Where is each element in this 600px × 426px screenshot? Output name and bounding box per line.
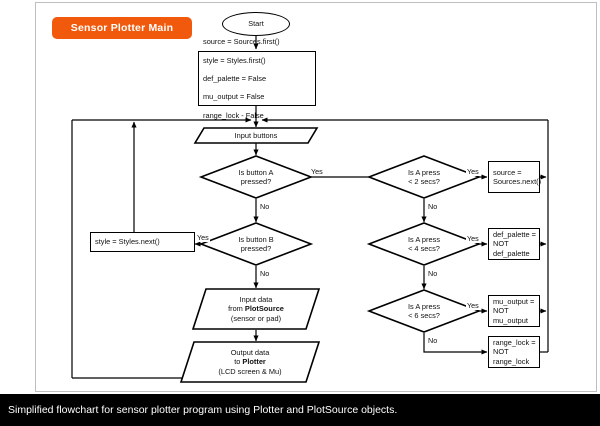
caption-bar: Simplified flowchart for sensor plotter … <box>0 394 600 426</box>
node-input-data-label: Input data from PlotSource (sensor or pa… <box>192 288 320 330</box>
node-press-4s-label: Is A press < 4 secs? <box>407 234 441 253</box>
input-data-line2-prefix: from <box>228 304 245 314</box>
node-is-button-b: Is button B pressed? <box>198 222 314 266</box>
node-style-next: style = Styles.next() <box>90 232 195 252</box>
edge-label-p6-yes: Yes <box>466 301 480 310</box>
edge-label-p6-no: No <box>427 336 439 345</box>
edge-label-a-no: No <box>259 202 271 211</box>
title-badge: Sensor Plotter Main <box>52 17 192 39</box>
node-init-text: source = Sources.first() style = Styles.… <box>203 37 280 120</box>
output-data-line3: (LCD screen & Mu) <box>218 366 282 376</box>
edge-label-p4-yes: Yes <box>466 234 480 243</box>
edge-label-a-yes: Yes <box>310 167 324 176</box>
node-press-6s-label: Is A press < 6 secs? <box>407 301 441 320</box>
page-left-margin <box>0 0 36 392</box>
node-style-next-label: style = Styles.next() <box>95 237 160 247</box>
node-mu-output-text: mu_output =NOT mu_output <box>493 297 535 325</box>
node-is-button-a: Is button A pressed? <box>198 155 314 199</box>
node-output-data: Output data to Plotter (LCD screen & Mu) <box>179 341 321 383</box>
node-output-data-label: Output data to Plotter (LCD screen & Mu) <box>180 341 320 383</box>
node-mu-output-toggle: mu_output =NOT mu_output <box>488 295 540 327</box>
diagram-frame <box>35 2 597 392</box>
node-input-buttons-label: Input buttons <box>234 130 278 140</box>
node-start-label: Start <box>248 19 264 29</box>
node-source-next: source =Sources.next() <box>488 161 542 193</box>
node-is-button-a-label: Is button A pressed? <box>238 167 274 186</box>
node-source-next-text: source =Sources.next() <box>493 167 542 186</box>
input-data-line1: Input data <box>239 294 273 304</box>
output-data-line2-prefix: to <box>234 357 243 367</box>
edge-label-p4-no: No <box>427 269 439 278</box>
output-data-line2-bold: Plotter <box>242 357 266 367</box>
node-press-2s-label: Is A press < 2 secs? <box>407 167 441 186</box>
edge-label-p2-yes: Yes <box>466 167 480 176</box>
node-def-palette-text: def_palette =NOT def_palette <box>493 230 536 258</box>
node-def-palette-toggle: def_palette =NOT def_palette <box>488 228 540 260</box>
node-init: source = Sources.first() style = Styles.… <box>198 37 316 120</box>
input-data-line3: (sensor or pad) <box>230 313 282 323</box>
node-press-6s: Is A press < 6 secs? <box>366 289 482 333</box>
edge-label-b-no: No <box>259 269 271 278</box>
node-press-4s: Is A press < 4 secs? <box>366 222 482 266</box>
node-input-buttons: Input buttons <box>193 127 319 144</box>
edge-label-b-yes: Yes <box>196 233 210 242</box>
input-data-line2-bold: PlotSource <box>244 304 284 314</box>
node-range-lock-text: range_lock =NOT range_lock <box>493 338 536 366</box>
node-input-data: Input data from PlotSource (sensor or pa… <box>191 288 321 330</box>
node-start: Start <box>222 12 290 36</box>
node-press-2s: Is A press < 2 secs? <box>366 155 482 199</box>
node-is-button-b-label: Is button B pressed? <box>238 234 274 253</box>
edge-label-p2-no: No <box>427 202 439 211</box>
node-range-lock-toggle: range_lock =NOT range_lock <box>488 336 540 368</box>
output-data-line1: Output data <box>230 347 270 357</box>
